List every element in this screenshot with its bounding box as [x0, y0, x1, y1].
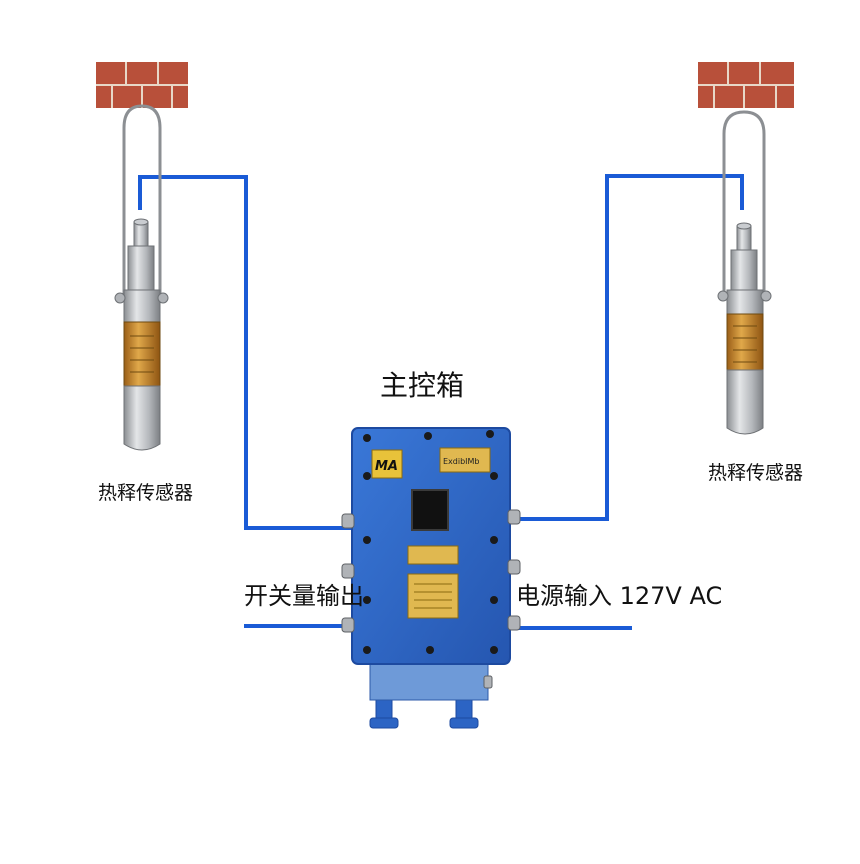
brick-right	[698, 62, 794, 108]
sensor-right	[698, 62, 794, 435]
hanger-left	[122, 104, 162, 296]
wire-right-sensor	[508, 174, 744, 521]
label-main-box: 主控箱	[380, 369, 465, 402]
main-control-box: MA ExdibⅠMb	[341, 427, 521, 729]
hanger-right	[722, 110, 766, 296]
label-sensor-right: 热释传感器	[708, 462, 804, 484]
box-logo: MA	[375, 459, 398, 474]
wire-left-sensor	[138, 175, 352, 530]
label-switch-output: 开关量输出	[244, 582, 364, 610]
label-power-input: 电源输入 127V AC	[516, 582, 723, 610]
wires	[138, 174, 744, 630]
box-ex-plate: ExdibⅠMb	[443, 457, 480, 466]
sensor-left	[96, 62, 188, 451]
brick-left	[96, 62, 188, 108]
label-sensor-left: 热释传感器	[98, 482, 194, 504]
